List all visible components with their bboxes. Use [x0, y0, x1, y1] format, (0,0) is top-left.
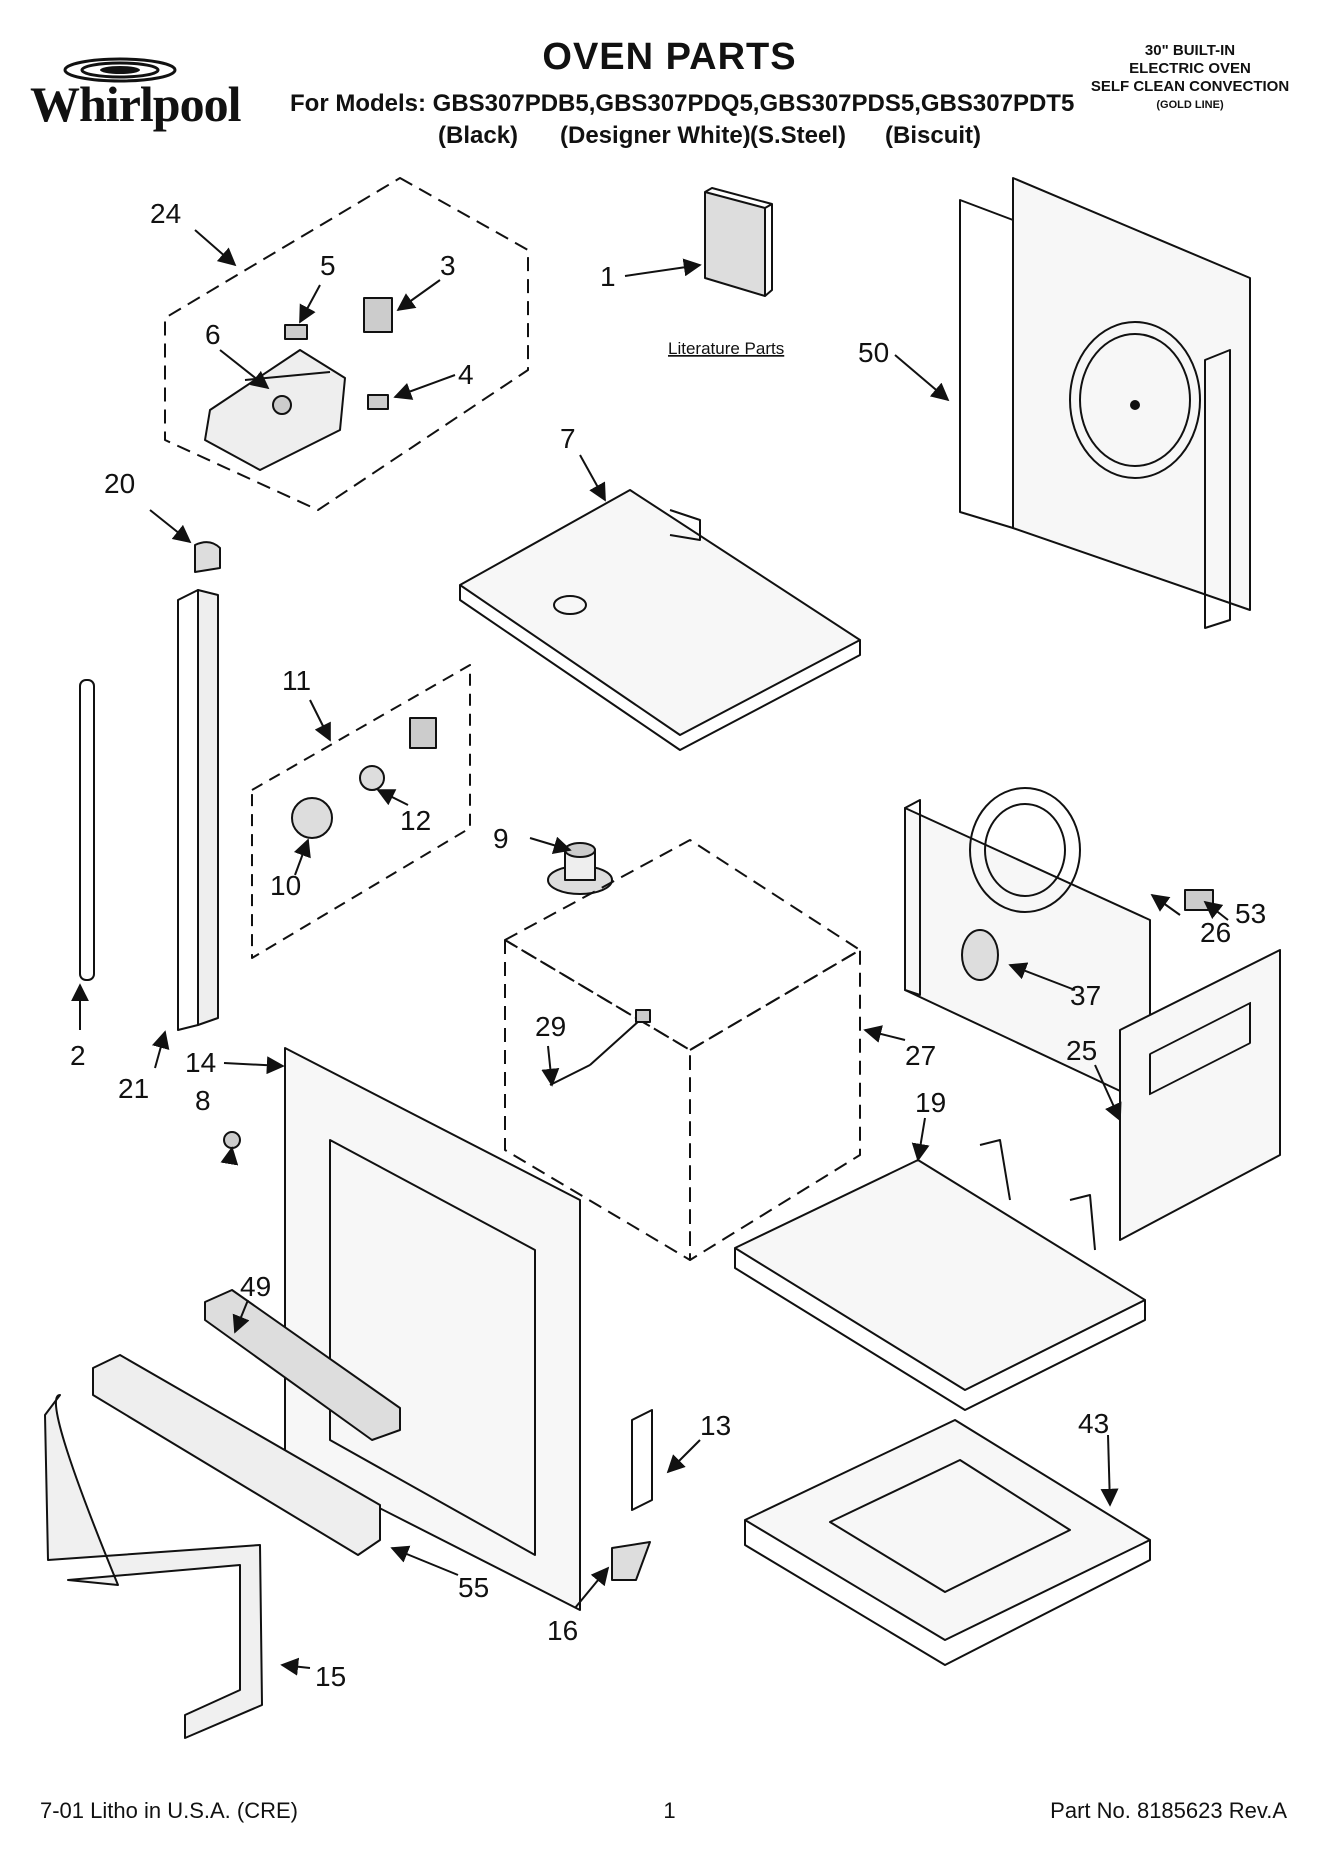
part-53-bracket	[1184, 889, 1214, 911]
part-25-side-panel	[1119, 949, 1281, 1241]
side-line-1: 30" BUILT-IN	[1144, 42, 1236, 59]
part-11-knob-group	[251, 664, 471, 959]
callout-29: 29	[535, 1011, 566, 1042]
side-line-4: (GOLD LINE)	[1156, 99, 1224, 111]
variant-black: (Black)	[438, 122, 519, 149]
footer-print-info: 7-01 Litho in U.S.A. (CRE)	[40, 1798, 298, 1823]
part-24-switch-assembly	[164, 177, 529, 511]
callout-2: 2	[70, 1040, 86, 1071]
callout-12: 12	[400, 805, 431, 836]
page-number: 1	[663, 1798, 676, 1823]
callout-5: 5	[320, 250, 336, 281]
callout-10: 10	[270, 870, 301, 901]
callout-3: 3	[440, 250, 456, 281]
callout-11: 11	[282, 665, 311, 696]
callout-14: 14	[185, 1047, 216, 1078]
models-line: For Models: GBS307PDB5,GBS307PDQ5,GBS307…	[290, 90, 1075, 117]
part-21-side-trim	[177, 589, 219, 1031]
callout-15: 15	[315, 1661, 346, 1692]
callout-26: 26	[1200, 917, 1231, 948]
part-16-bracket	[611, 1541, 651, 1581]
part-1-literature	[704, 187, 773, 297]
swirl-icon	[63, 57, 177, 83]
oven-type-info: 30" BUILT-IN ELECTRIC OVEN SELF CLEAN CO…	[1060, 42, 1320, 114]
callout-37: 37	[1070, 980, 1101, 1011]
callout-43: 43	[1078, 1408, 1109, 1439]
callout-20: 20	[104, 468, 135, 499]
part-19-shelf	[734, 1139, 1146, 1411]
callout-55: 55	[458, 1572, 489, 1603]
callout-24: 24	[150, 198, 181, 229]
part-2-rod	[79, 679, 95, 981]
variant-stainless: (S.Steel)	[750, 122, 847, 149]
side-line-3: SELF CLEAN CONVECTION	[1090, 78, 1290, 95]
part-9-gasket	[547, 842, 613, 895]
part-50-rear-panel	[959, 177, 1251, 629]
variant-designer-white: (Designer White)	[560, 122, 751, 149]
part-7-top-panel	[459, 489, 861, 751]
part-27-oven-cavity	[504, 839, 861, 1261]
callout-53: 53	[1235, 898, 1266, 929]
callout-13: 13	[700, 1410, 731, 1441]
callout-1: 1	[600, 261, 616, 292]
callout-49: 49	[240, 1271, 271, 1302]
variant-biscuit: (Biscuit)	[885, 122, 981, 149]
part-43-bottom-tray	[744, 1419, 1151, 1666]
side-line-2: ELECTRIC OVEN	[1129, 60, 1251, 77]
callout-8: 8	[195, 1085, 211, 1116]
part-15-door-gasket	[44, 1394, 263, 1739]
part-14-front-frame	[284, 1047, 581, 1611]
whirlpool-logo: Whirlpool	[30, 55, 280, 135]
callout-25: 25	[1066, 1035, 1097, 1066]
leader-lines	[71, 229, 1229, 1676]
part-49-vent	[204, 1289, 401, 1441]
callout-6: 6	[205, 319, 221, 350]
part-26-convection-baffle	[904, 787, 1151, 1106]
part-8-screw	[223, 1131, 241, 1149]
part-37-thermal-switch	[961, 929, 999, 981]
callout-4: 4	[458, 359, 474, 390]
callout-21: 21	[118, 1073, 149, 1104]
part-13-bracket	[631, 1409, 653, 1511]
callout-50: 50	[858, 337, 889, 368]
callout-numbers: 1 2 3 4 5 6 7 8 9 10 11 12 13 14 15 16 1…	[70, 198, 1266, 1692]
part-55-front-trim	[92, 1354, 381, 1556]
part-number: Part No. 8185623 Rev.A	[1050, 1798, 1287, 1823]
callout-7: 7	[560, 423, 576, 454]
callout-16: 16	[547, 1615, 578, 1646]
literature-parts-label: Literature Parts	[668, 339, 784, 358]
callout-19: 19	[915, 1087, 946, 1118]
part-20-cap	[194, 541, 221, 573]
page-title: OVEN PARTS	[542, 36, 797, 78]
callout-9: 9	[493, 823, 509, 854]
brand-name: Whirlpool	[30, 76, 241, 132]
callout-27: 27	[905, 1040, 936, 1071]
